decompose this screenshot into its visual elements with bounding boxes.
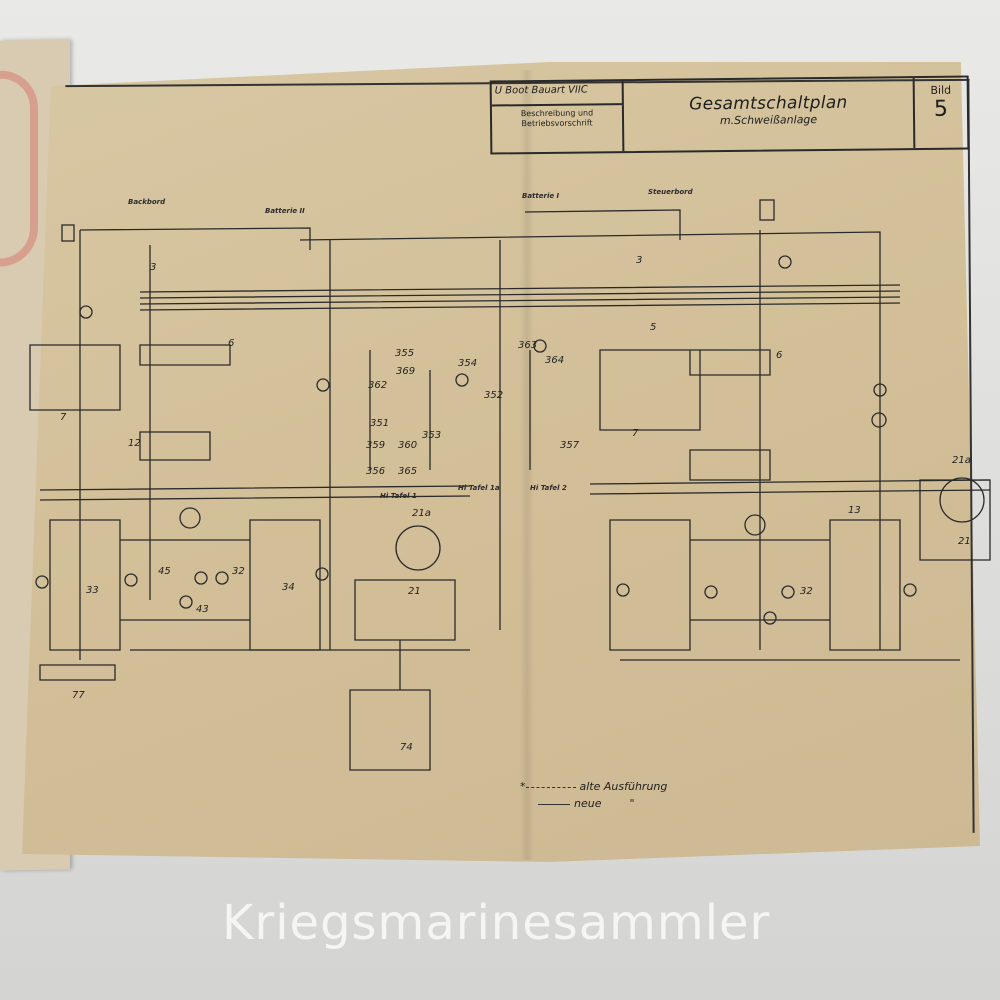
- ref-43: 43: [196, 604, 209, 615]
- ref-7-right: 7: [632, 428, 639, 439]
- ref-6-right: 6: [776, 350, 783, 361]
- ref-21-right: 21: [958, 536, 971, 547]
- ref-13: 13: [848, 505, 861, 516]
- ref-3-right: 3: [636, 255, 643, 266]
- legend-new: neue ": [520, 797, 667, 810]
- legend-asterisk: *: [520, 780, 526, 793]
- schematic-sheet: [22, 62, 980, 862]
- ref-21a-left: 21a: [412, 508, 431, 519]
- legend-ditto: ": [629, 797, 635, 810]
- ref-356: 356: [366, 466, 386, 477]
- ref-352: 352: [484, 390, 504, 401]
- ref-354: 354: [458, 358, 478, 369]
- sheet-fold: [520, 70, 534, 860]
- legend: * alte Ausführung neue ": [520, 780, 667, 814]
- ref-3-left: 3: [150, 262, 157, 273]
- dashed-line-sample: [525, 786, 576, 788]
- ref-359: 359: [366, 440, 386, 451]
- ref-7-left: 7: [60, 412, 67, 423]
- ref-77: 77: [72, 690, 85, 701]
- ref-365: 365: [398, 466, 418, 477]
- legend-old: * alte Ausführung: [520, 780, 667, 793]
- legend-new-label: neue: [574, 797, 602, 810]
- ref-6-left: 6: [228, 338, 235, 349]
- ref-364: 364: [545, 355, 565, 366]
- legend-old-label: alte Ausführung: [579, 780, 668, 793]
- label-steuerbord: Steuerbord: [648, 188, 693, 196]
- ref-357: 357: [560, 440, 580, 451]
- ref-355: 355: [395, 348, 415, 359]
- watermark: Kriegsmarinesammler: [222, 895, 771, 951]
- ref-32-right: 32: [800, 586, 813, 597]
- ref-21a-right: 21a: [952, 455, 971, 466]
- ref-74: 74: [400, 742, 413, 753]
- ref-21-left: 21: [408, 586, 421, 597]
- ref-5: 5: [650, 322, 657, 333]
- bus-lines: [29, 209, 991, 771]
- ref-32-left: 32: [232, 566, 245, 577]
- label-tafel-2: Hi Tafel 2: [530, 484, 567, 492]
- ref-12: 12: [128, 438, 141, 449]
- ref-369: 369: [396, 366, 416, 377]
- ref-362: 362: [368, 380, 388, 391]
- label-tafel-1a: Hi Tafel 1a: [458, 484, 500, 492]
- ref-363: 363: [518, 340, 538, 351]
- solid-line-sample: [538, 803, 570, 805]
- ref-45: 45: [158, 566, 171, 577]
- ref-351: 351: [370, 418, 390, 429]
- ref-360: 360: [398, 440, 418, 451]
- label-batterie-right: Batterie I: [522, 192, 560, 200]
- label-backbord: Backbord: [128, 198, 166, 206]
- label-batterie-left: Batterie II: [265, 207, 305, 215]
- symbols: [35, 199, 985, 625]
- ref-33: 33: [86, 585, 99, 596]
- ref-34: 34: [282, 582, 295, 593]
- label-tafel-1: Hi Tafel 1: [380, 492, 417, 500]
- ref-353: 353: [422, 430, 442, 441]
